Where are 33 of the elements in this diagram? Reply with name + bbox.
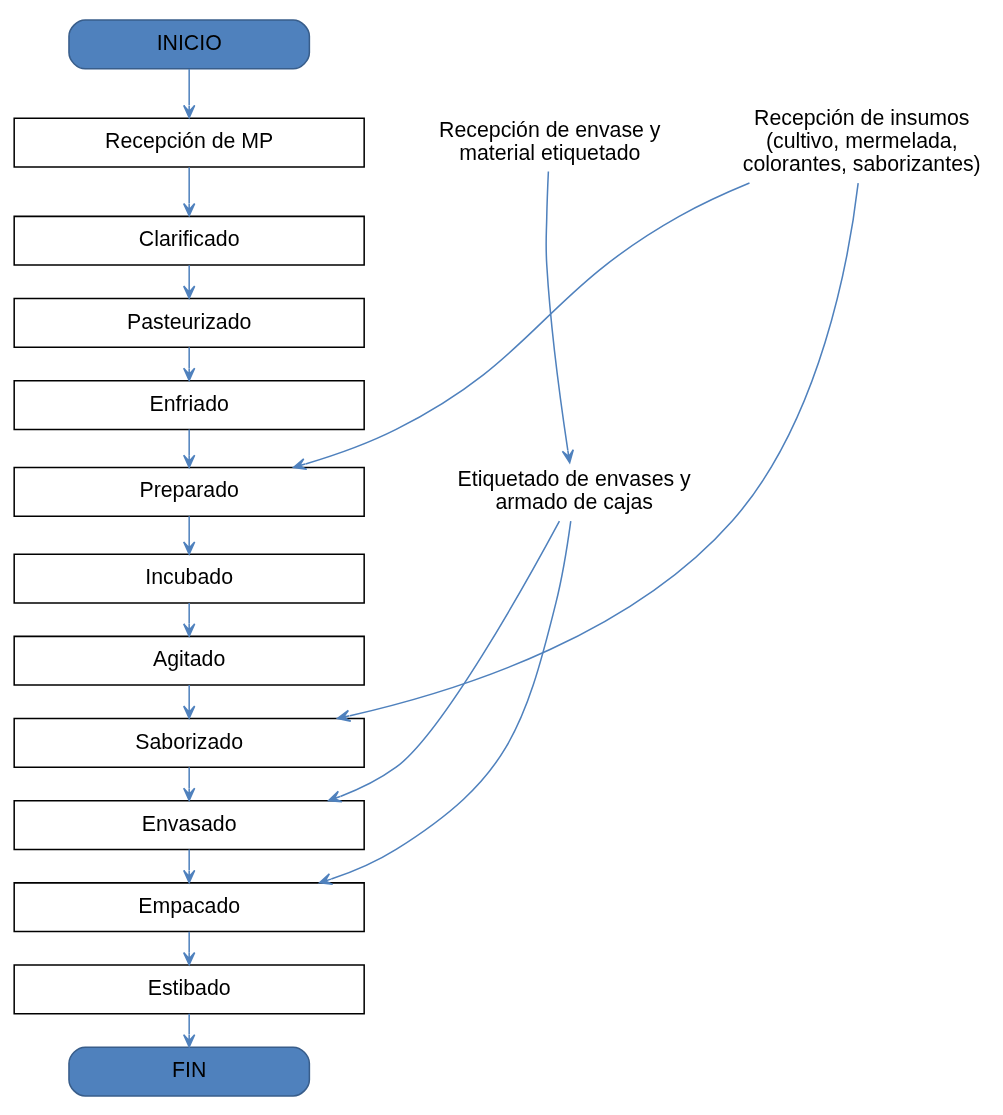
node-box: Incubado — [13, 552, 365, 604]
node-box: Recepción de MP — [13, 116, 365, 168]
node-box: Saborizado — [13, 717, 365, 768]
arrow — [336, 181, 859, 722]
arrow — [182, 165, 196, 216]
node-box: Clarificado — [13, 215, 365, 266]
node-text: Recepción de insumos (cultivo, mermelada, colorantes, saborizantes) — [742, 105, 981, 176]
node-box: Enfriado — [13, 379, 365, 430]
arrow — [182, 601, 196, 637]
arrow — [182, 263, 196, 299]
node-box: Estibado — [13, 963, 365, 1014]
arrow — [182, 346, 196, 381]
node-box: Empacado — [13, 881, 365, 932]
arrow — [545, 170, 575, 463]
node-text: Recepción de envase y material etiquetado — [439, 117, 661, 165]
node-text: Etiquetado de envases y armado de cajas — [457, 466, 691, 514]
arrow — [182, 428, 196, 468]
node-box: INICIO — [68, 18, 311, 70]
arrow — [182, 848, 196, 883]
arrow — [292, 181, 751, 470]
node-box: Pasteurizado — [13, 297, 365, 348]
arrow — [182, 1012, 196, 1048]
node-box: FIN — [68, 1045, 311, 1097]
arrow — [327, 519, 561, 802]
arrow — [318, 519, 572, 885]
node-box: Preparado — [13, 466, 365, 517]
arrow — [182, 766, 196, 801]
arrow — [182, 514, 196, 555]
node-box: Envasado — [13, 799, 365, 850]
arrow — [182, 67, 196, 118]
arrow — [182, 683, 196, 719]
node-box: Agitado — [13, 635, 365, 686]
arrow — [182, 930, 196, 965]
